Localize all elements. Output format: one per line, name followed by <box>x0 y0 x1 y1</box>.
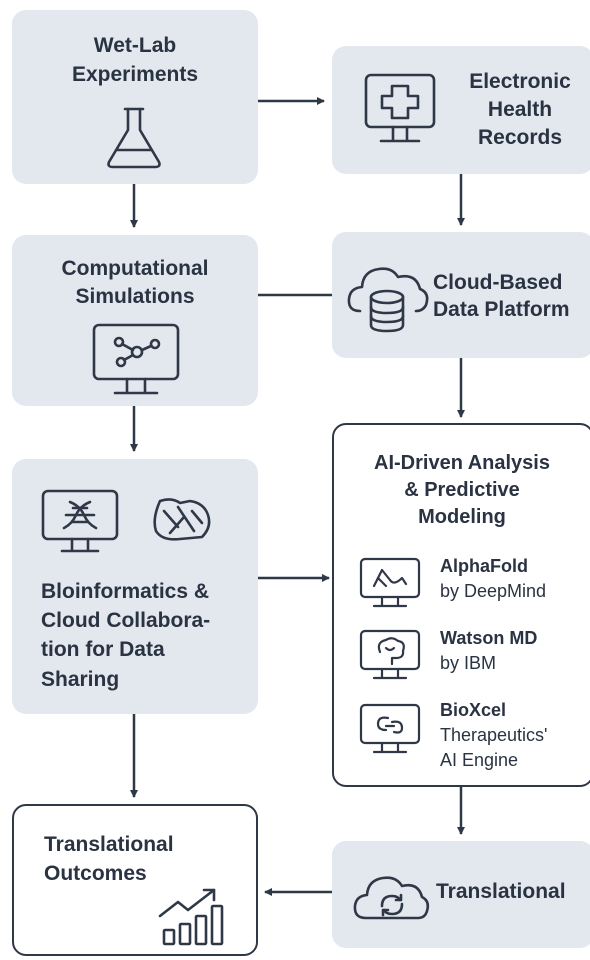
flask-icon <box>103 106 165 170</box>
bioinformatics-title-line1: Bloinformatics & <box>41 580 210 603</box>
computational-title-line2: Simulations <box>75 285 195 308</box>
computational-node <box>12 235 258 406</box>
ai-item-1-sub1: by DeepMind <box>440 581 547 601</box>
ai-item-3-name: BioXcel <box>440 700 507 720</box>
computational-title-line1: Computational <box>61 257 209 280</box>
ai-analysis-title-line2: & Predictive <box>404 479 520 501</box>
ehr-node <box>332 46 590 174</box>
ai-item-3-sub2: AI Engine <box>440 750 519 770</box>
brain-monitor-icon <box>358 628 422 682</box>
cloud-sync-icon <box>352 866 430 924</box>
translational-outcomes-title-line2: Outcomes <box>44 862 147 885</box>
translational-title: Translational <box>436 880 566 903</box>
ehr-title-line2: Health <box>487 98 553 121</box>
bioinformatics-title-line4: Sharing <box>41 668 120 691</box>
wet-lab-title-line2: Experiments <box>71 63 199 86</box>
chain-monitor-icon <box>358 702 422 756</box>
ai-item-2-name: Watson MD <box>440 628 538 648</box>
cloud-platform-title-line2: Data Platform <box>433 298 570 321</box>
translational-outcomes-title-line1: Translational <box>44 833 174 856</box>
cloud-platform-node <box>332 232 590 358</box>
ai-item-2-sub1: by IBM <box>440 653 497 673</box>
cloud-database-icon <box>346 255 430 335</box>
growth-chart-icon <box>156 884 228 948</box>
network-monitor-icon <box>91 322 181 400</box>
ehr-title-line1: Electronic <box>469 70 571 93</box>
bioinformatics-title-line3: tion for Data <box>41 638 165 661</box>
wet-lab-title-line1: Wet-Lab <box>93 34 177 57</box>
medical-monitor-icon <box>363 72 437 152</box>
dna-monitor-icon <box>40 488 120 558</box>
translational-node <box>332 841 590 948</box>
translational-outcomes-node <box>12 804 258 956</box>
wet-lab-node <box>12 10 258 184</box>
ai-analysis-title-line3: Modeling <box>418 506 506 528</box>
cloud-platform-title-line1: Cloud-Based <box>433 271 563 294</box>
bioinformatics-node <box>12 459 258 714</box>
ai-analysis-title-line1: AI-Driven Analysis <box>374 452 550 474</box>
ai-item-1-name: AlphaFold <box>440 556 528 576</box>
ai-item-3-sub1: Therapeutics' <box>440 725 548 745</box>
ehr-title-line3: Records <box>477 126 563 149</box>
protein-monitor-icon <box>358 556 422 610</box>
bioinformatics-title-line2: Cloud Collabora- <box>41 609 211 632</box>
molecule-icon <box>150 493 214 545</box>
